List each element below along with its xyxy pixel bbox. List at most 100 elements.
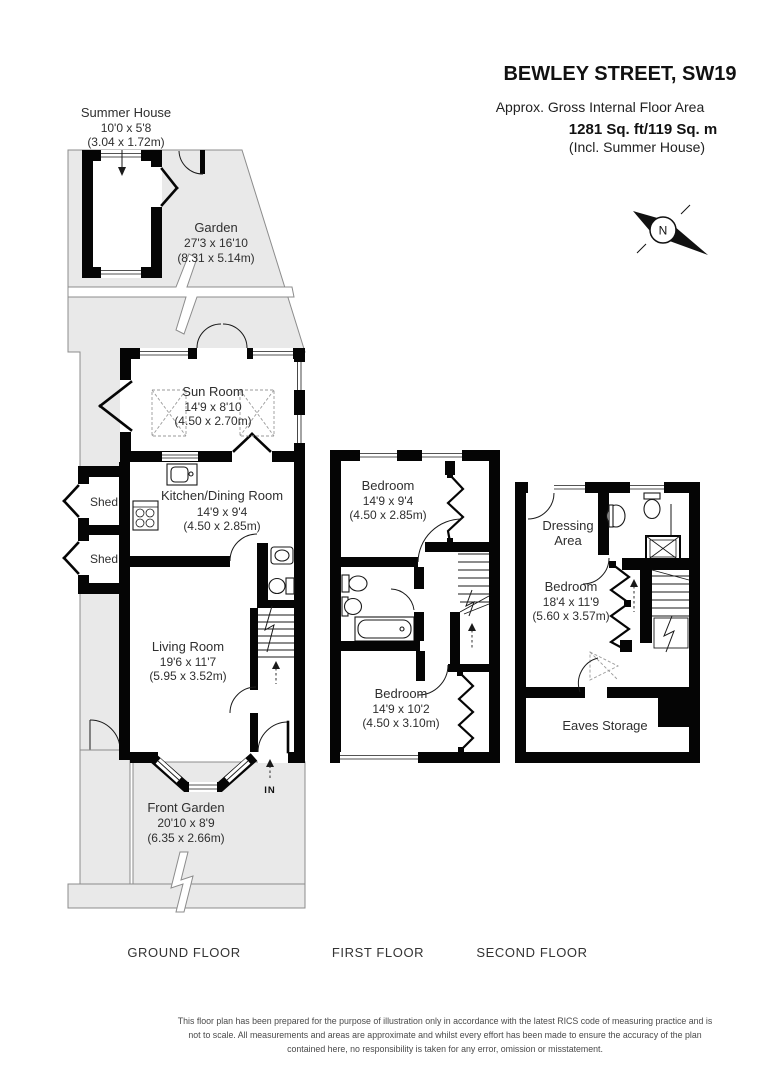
caption-ground-floor: GROUND FLOOR: [127, 945, 240, 960]
sf-dressing-door-arc: [527, 492, 555, 520]
sun-room-wall-bottom: [120, 451, 305, 462]
shed-door-gap: [78, 484, 89, 518]
front-garden-metric: (6.35 x 2.66m): [147, 831, 224, 845]
compass-north-label: N: [659, 224, 668, 238]
dressing-area-line2: Area: [554, 533, 582, 548]
summer-house-metric: (3.04 x 1.72m): [87, 135, 164, 149]
shed-bottom-name: Shed: [90, 552, 118, 566]
kitchen-imperial: 14'9 x 9'4: [197, 505, 248, 519]
footer-line-2: not to scale. All measurements and areas…: [188, 1030, 701, 1040]
compass-circle: [649, 216, 677, 244]
sf-dressing-door-gap: [528, 482, 554, 493]
garden-imperial: 27'3 x 16'10: [184, 236, 248, 250]
entrance-arrow: [266, 759, 274, 767]
house-wall-left: [119, 462, 130, 760]
ff-bathroom-wall-right: [414, 567, 424, 589]
sun-room-window-right: [294, 415, 305, 443]
ff-wall-right: [489, 450, 500, 763]
second-floor-plan: [515, 482, 700, 763]
shed-bottom-interior: [89, 535, 119, 583]
kitchen-door-arc: [229, 533, 258, 562]
ff-closet2-wall-top: [448, 664, 500, 672]
skylight: [151, 389, 187, 437]
closet-bifold-doors: [446, 474, 465, 543]
header: BEWLEY STREET, SW19 Approx. Gross Intern…: [496, 63, 737, 155]
dressing-area-line1: Dressing: [542, 518, 593, 533]
sf-eaves-wall-right: [607, 687, 658, 698]
sf-stairs: [630, 568, 690, 653]
garden-gate-arc: [178, 150, 204, 175]
entrance-marker: IN: [264, 759, 276, 796]
summer-house-window-bottom: [101, 267, 141, 278]
sf-window: [553, 482, 585, 493]
living-room-name: Living Room: [152, 639, 224, 654]
stair-up-arrow: [630, 579, 638, 587]
stair-break-line: [264, 605, 275, 653]
front-garden-name: Front Garden: [147, 800, 224, 815]
ff-bedroom1-name: Bedroom: [362, 478, 415, 493]
sf-toilet: [643, 492, 661, 520]
hall-wall-stub: [250, 664, 258, 690]
stair-up-arrow: [468, 623, 476, 631]
living-room-door-arc: [229, 686, 257, 714]
shed-top-interior: [89, 477, 119, 525]
sf-bifold-doors: [608, 563, 631, 651]
wc-toilet: [268, 577, 295, 595]
label-leader-arrowhead: [118, 167, 126, 176]
front-door-arc: [257, 721, 289, 753]
ff-window: [360, 450, 397, 461]
ff-bedroom1-imperial: 14'9 x 9'4: [363, 494, 414, 508]
front-door-gap: [258, 752, 288, 763]
french-door-arc: [196, 323, 222, 349]
side-door-leaf: [98, 380, 133, 408]
wc-wall: [257, 543, 268, 600]
door-leaf: [250, 432, 272, 453]
stair-up-arrow: [272, 661, 280, 669]
ff-bedroom2-door-arc: [417, 664, 449, 696]
summer-house-name: Summer House: [81, 105, 171, 120]
ff-toilet: [341, 574, 368, 593]
room-labels: Summer House 10'0 x 5'8 (3.04 x 1.72m) G…: [81, 105, 648, 845]
closet-wall-stub: [445, 461, 455, 475]
door-leaf: [232, 432, 254, 453]
house-wall-bottom-left: [130, 752, 158, 763]
header-subtitle: Approx. Gross Internal Floor Area: [496, 99, 705, 115]
house-wall-bottom-right: [288, 752, 305, 763]
shed-top-name: Shed: [90, 495, 118, 509]
sf-wall-top: [515, 482, 700, 493]
garden-break-symbol: [67, 253, 295, 335]
front-garden-imperial: 20'10 x 8'9: [157, 816, 215, 830]
sf-wardrobe-dashed: [589, 651, 620, 681]
sf-bathroom-wall: [598, 493, 609, 555]
sf-eaves-door-arc: [577, 657, 599, 693]
french-door-arc: [222, 323, 248, 349]
floor-captions: GROUND FLOOR FIRST FLOOR SECOND FLOOR: [127, 945, 587, 960]
ff-bedroom2-name: Bedroom: [375, 686, 428, 701]
ff-wall-top: [330, 450, 500, 461]
summer-house: [82, 150, 179, 278]
sf-window: [630, 482, 664, 493]
closet-wall-bottom: [425, 542, 500, 552]
sun-room-name: Sun Room: [182, 384, 243, 399]
kitchen-living-wall: [130, 556, 230, 567]
summer-house-door-gap: [151, 167, 162, 207]
footer-line-3: contained here, no responsibility is tak…: [287, 1044, 603, 1054]
wc-sink: [270, 546, 294, 565]
sun-room-french-door-gap: [197, 348, 247, 359]
sf-eaves-wall-left: [526, 687, 585, 698]
ff-bedroom1-door-arc: [417, 518, 463, 563]
living-room-metric: (5.95 x 3.52m): [149, 669, 226, 683]
shed-door-leaf: [62, 499, 80, 518]
sf-wall-left: [515, 482, 526, 763]
sf-bathroom-door-arc: [582, 557, 610, 585]
garden-name: Garden: [194, 220, 237, 235]
footer-disclaimer: This floor plan has been prepared for th…: [178, 1016, 713, 1054]
ff-bedroom2-metric: (4.50 x 3.10m): [362, 716, 439, 730]
bay-window: [148, 753, 258, 792]
entrance-label: IN: [264, 785, 276, 796]
living-room-imperial: 19'6 x 11'7: [160, 655, 217, 669]
caption-second-floor: SECOND FLOOR: [476, 945, 587, 960]
stair-break-line: [663, 615, 675, 653]
sf-shower: [645, 535, 681, 562]
